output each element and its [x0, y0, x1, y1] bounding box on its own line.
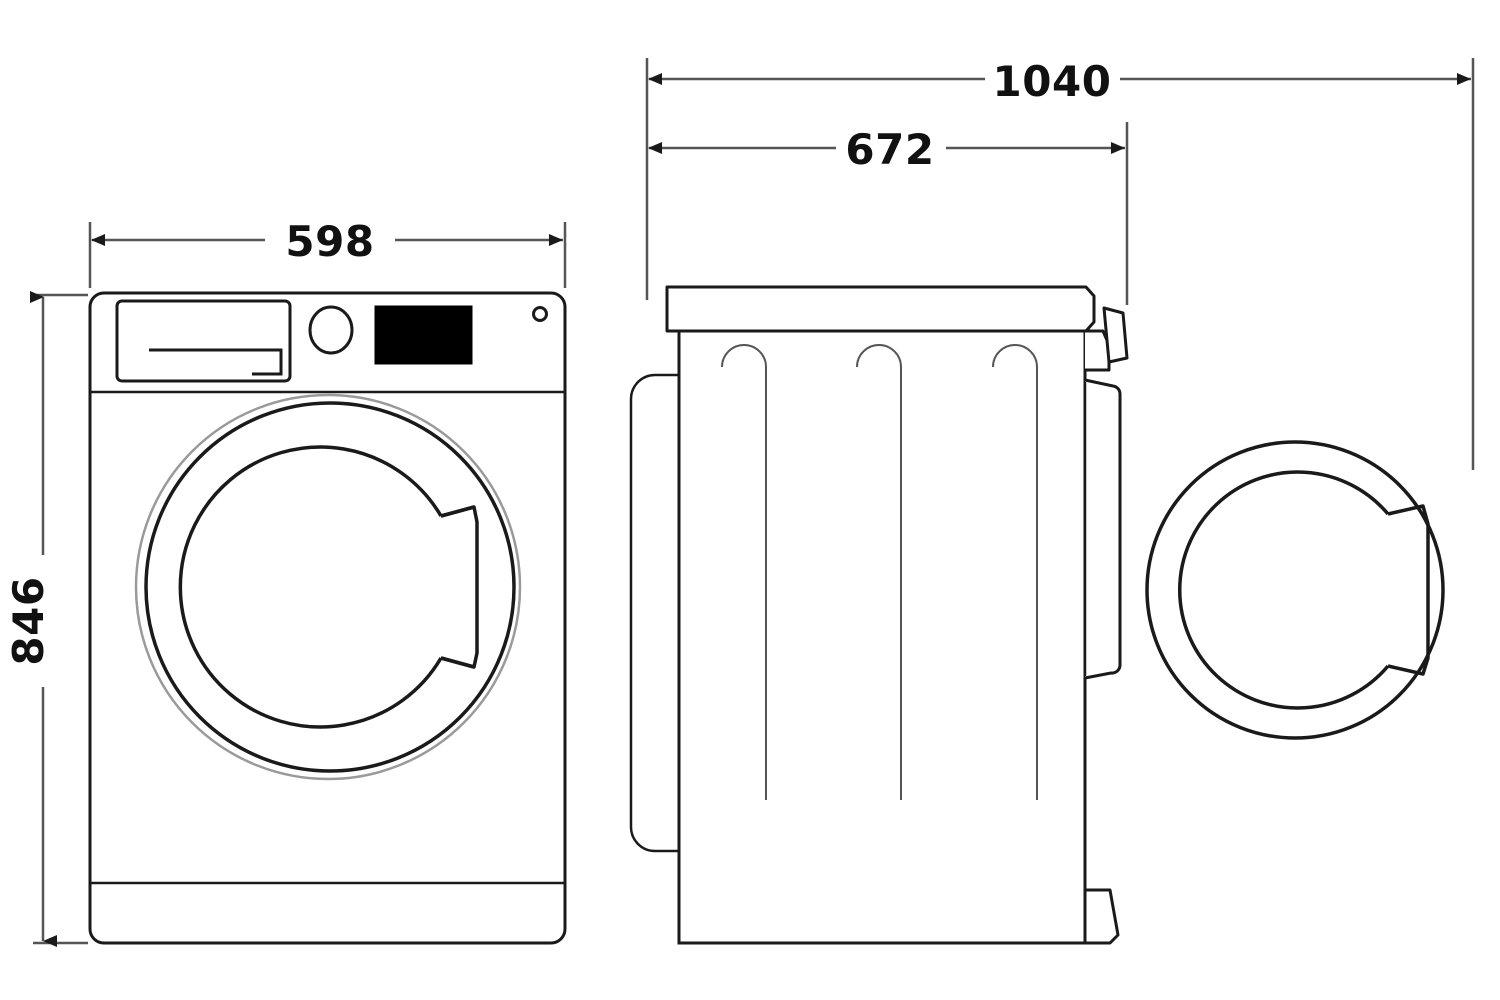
cabinet-side-outline [677, 329, 1087, 945]
door-handle[interactable] [1387, 504, 1430, 676]
depth-open-dimension-label: 1040 [993, 57, 1112, 106]
side-view-dimensions: 1040 672 [645, 52, 1475, 470]
hose-hook-curve-3 [992, 344, 1038, 800]
indicator-light[interactable] [532, 306, 548, 322]
front-view-dimensions: 598 846 [4, 214, 567, 947]
door-inner-glass [1177, 470, 1390, 710]
door-frame-edge [1084, 378, 1122, 680]
door-outer-ring [144, 401, 516, 773]
front-view [88, 291, 567, 945]
rear-hose-bundle [629, 373, 679, 853]
door-handle-bottom-edge [440, 656, 475, 669]
door-outer-ring [1145, 440, 1445, 740]
width-dimension-label: 598 [285, 217, 374, 266]
height-label-backdrop [18, 555, 70, 687]
hose-hook-curves [721, 344, 1038, 800]
door-handle-top-edge [440, 505, 475, 518]
detergent-drawer-handle [149, 348, 283, 376]
depth-open-label-backdrop [985, 52, 1120, 106]
program-selector-knob[interactable] [308, 305, 354, 355]
detergent-drawer[interactable] [115, 299, 292, 383]
side-view [629, 285, 1129, 945]
open-door-view[interactable] [1145, 440, 1445, 740]
door-outer-bezel-faint [134, 393, 522, 781]
control-panel[interactable] [115, 299, 548, 383]
height-dimension-label: 846 [4, 576, 53, 665]
depth-body-label-backdrop [836, 122, 946, 174]
hose-hook-curve-2 [856, 344, 902, 800]
porthole-door[interactable] [134, 393, 522, 781]
width-label-backdrop [265, 214, 395, 266]
top-panel [665, 285, 1096, 333]
depth-body-dimension-label: 672 [845, 125, 934, 174]
hose-hook-curve-1 [721, 344, 767, 800]
door-inner-glass [178, 445, 443, 729]
display-screen [374, 305, 473, 365]
door-latch-tab[interactable] [1102, 306, 1129, 364]
